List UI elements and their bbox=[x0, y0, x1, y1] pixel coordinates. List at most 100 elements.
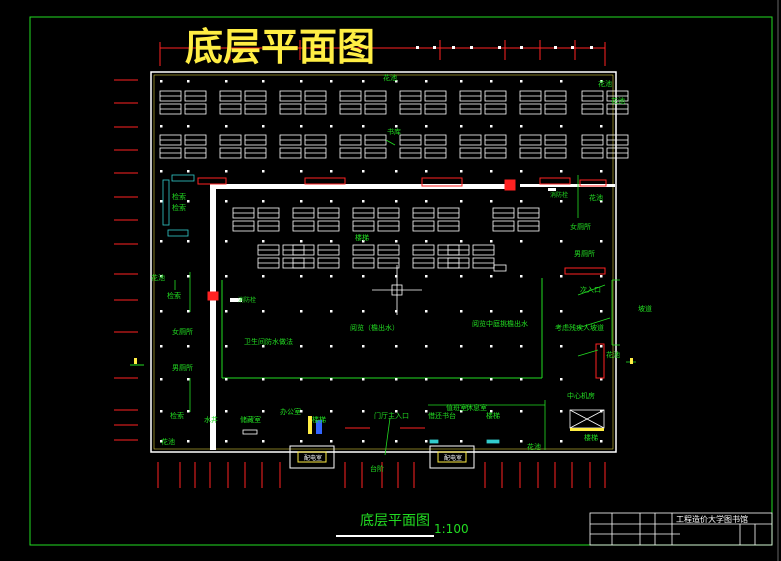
corridor-wall-vertical bbox=[210, 184, 216, 450]
column-dot bbox=[225, 200, 228, 203]
column-dot bbox=[395, 378, 398, 381]
column-dot bbox=[490, 378, 493, 381]
column-dot bbox=[300, 345, 303, 348]
label-stacks: 书库 bbox=[387, 127, 401, 136]
label-flowerbed-5: 花池 bbox=[606, 350, 620, 359]
label-stair-2: 楼梯 bbox=[312, 415, 326, 424]
column-dot bbox=[395, 275, 398, 278]
label-toilet-female-right: 女厕所 bbox=[570, 222, 591, 231]
label-entrance-secondary: 次入口 bbox=[580, 285, 601, 294]
column-dot bbox=[160, 410, 163, 413]
column-dot bbox=[490, 410, 493, 413]
column-dot bbox=[362, 200, 365, 203]
column-dot bbox=[187, 170, 190, 173]
bottom-title: 底层平面图 bbox=[360, 513, 430, 529]
column-dot bbox=[520, 345, 523, 348]
column-dot bbox=[225, 410, 228, 413]
column-dot bbox=[187, 125, 190, 128]
label-water-well: 水井 bbox=[204, 415, 218, 424]
column-dot bbox=[160, 80, 163, 83]
column-dot bbox=[460, 345, 463, 348]
column-dot bbox=[362, 345, 365, 348]
small-fixtures bbox=[230, 188, 556, 435]
column-dot bbox=[560, 240, 563, 243]
column-dot bbox=[187, 410, 190, 413]
column-dot bbox=[560, 80, 563, 83]
column-dot bbox=[460, 410, 463, 413]
column-dot bbox=[160, 440, 163, 443]
bottom-dimension-ticks bbox=[157, 462, 606, 488]
column-dot bbox=[362, 378, 365, 381]
column-dot bbox=[160, 200, 163, 203]
column-dot bbox=[600, 310, 603, 313]
column-dot bbox=[560, 310, 563, 313]
column-dot bbox=[300, 80, 303, 83]
room-labels: 花池 花池 书库 检索 检索 花池 消防栓 女厕所 男厕所 楼梯 花池 检索 消… bbox=[151, 73, 652, 473]
column-dot bbox=[520, 275, 523, 278]
column-dot bbox=[490, 200, 493, 203]
column-dot bbox=[520, 378, 523, 381]
column-dot bbox=[225, 80, 228, 83]
column-dot bbox=[460, 275, 463, 278]
column-dot bbox=[262, 378, 265, 381]
column-dot bbox=[262, 80, 265, 83]
column-dot bbox=[460, 200, 463, 203]
column-dot bbox=[362, 80, 365, 83]
column-dot bbox=[160, 240, 163, 243]
column-dot bbox=[262, 440, 265, 443]
column-dot bbox=[600, 345, 603, 348]
column-dot bbox=[187, 310, 190, 313]
column-dot bbox=[262, 240, 265, 243]
column-dot bbox=[330, 240, 333, 243]
column-dot bbox=[225, 170, 228, 173]
drawing-scale: 1:100 bbox=[434, 522, 469, 536]
cad-crosshair bbox=[372, 265, 422, 315]
column-dot bbox=[187, 378, 190, 381]
column-dot bbox=[460, 378, 463, 381]
building-outline bbox=[150, 71, 617, 453]
column-dot bbox=[225, 440, 228, 443]
label-fire-hydrant-2: 消防栓 bbox=[238, 296, 256, 304]
column-dot bbox=[300, 410, 303, 413]
column-dot bbox=[490, 310, 493, 313]
title-block-institution: 工程造价大学图书馆 bbox=[676, 514, 748, 524]
column-dot bbox=[160, 170, 163, 173]
label-room-a: 配电室 bbox=[304, 454, 322, 462]
column-dot bbox=[425, 275, 428, 278]
column-dot bbox=[600, 378, 603, 381]
column-dot bbox=[490, 170, 493, 173]
column-dot bbox=[395, 345, 398, 348]
label-duty: 值班室 bbox=[446, 403, 467, 412]
column-dot bbox=[300, 275, 303, 278]
column-dot bbox=[262, 200, 265, 203]
label-flowerbed-6: 花池 bbox=[161, 437, 175, 446]
column-dot bbox=[560, 378, 563, 381]
label-stair-3: 楼梯 bbox=[486, 411, 500, 420]
column-dot bbox=[425, 200, 428, 203]
column-dot bbox=[460, 240, 463, 243]
column-dot bbox=[300, 240, 303, 243]
label-stair-4: 楼梯 bbox=[584, 433, 598, 442]
column-dot bbox=[520, 80, 523, 83]
column-dot bbox=[362, 275, 365, 278]
label-ramp-right: 坡道 bbox=[638, 304, 652, 313]
column-dot bbox=[425, 310, 428, 313]
label-stair-1: 楼梯 bbox=[355, 233, 369, 242]
column-dot bbox=[225, 275, 228, 278]
column-dot bbox=[395, 410, 398, 413]
label-flowerbed-3: 花池 bbox=[589, 193, 603, 202]
title-block bbox=[589, 512, 773, 546]
column-dot bbox=[520, 310, 523, 313]
column-dot bbox=[187, 80, 190, 83]
label-health-room: 卫生间防水做法 bbox=[244, 337, 293, 346]
label-toilet-male-left: 男厕所 bbox=[172, 363, 193, 372]
column-dot bbox=[560, 440, 563, 443]
left-dimension-ticks bbox=[114, 79, 138, 441]
column-dot bbox=[300, 378, 303, 381]
column-dot bbox=[330, 410, 333, 413]
column-dot bbox=[395, 170, 398, 173]
column-dot bbox=[600, 200, 603, 203]
column-dot bbox=[520, 125, 523, 128]
column-dot bbox=[520, 240, 523, 243]
column-dot bbox=[187, 345, 190, 348]
